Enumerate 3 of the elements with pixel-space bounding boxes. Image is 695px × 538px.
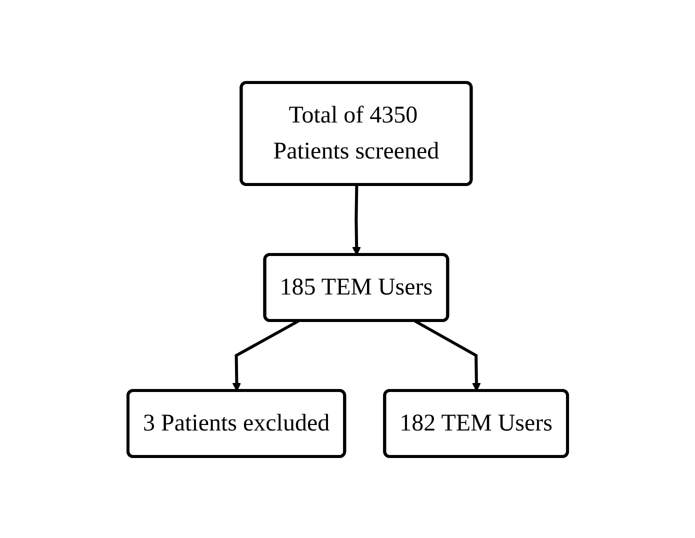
arrow: [414, 319, 481, 391]
arrow: [352, 184, 361, 255]
arrow: [232, 319, 299, 391]
